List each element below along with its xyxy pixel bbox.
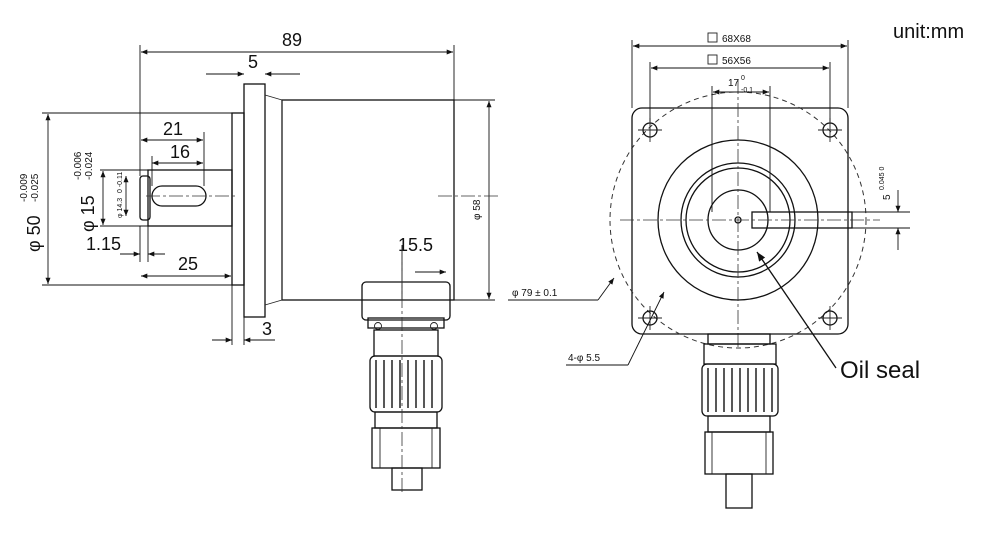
dim-flat-dia: φ 14.3 — [117, 198, 124, 218]
dim-hole-square: 56X56 — [722, 56, 751, 67]
dim-key-width: 5 — [882, 194, 893, 200]
cable-connector-side — [361, 248, 451, 495]
oil-seal-callout: Oil seal — [840, 357, 920, 384]
front-view: 68X68 56X56 17 0 -0.1 5 0.045 0 φ 79 ± 0… — [508, 32, 920, 509]
encoder-body — [281, 99, 455, 301]
dim-flat-length: 16 — [170, 142, 190, 162]
dim-holes: 4-φ 5.5 — [568, 353, 600, 364]
bolt-circle — [609, 91, 867, 349]
dim-connector-offset: 15.5 — [398, 235, 433, 255]
dim-shaft-dia-tol-lower: -0.024 — [84, 151, 95, 180]
unit-label: unit:mm — [893, 21, 964, 43]
dim-flat-dia-tol: 0 -0.11 — [117, 172, 124, 193]
cable-connector-front — [701, 333, 779, 509]
dim-body-dia: φ 58 — [472, 199, 483, 220]
dim-groove: 1.15 — [86, 234, 121, 254]
side-view: 89 5 21 16 φ 15 -0.006 -0.024 φ 14.3 0 -… — [19, 30, 500, 495]
dim-overall-length: 89 — [282, 30, 302, 50]
dim-slot-width-tol-lower: -0.1 — [741, 87, 753, 94]
dim-shaft-dia: φ 15 — [78, 195, 98, 232]
pilot-spigot — [231, 112, 245, 286]
dim-spigot-length: 25 — [178, 254, 198, 274]
dim-key-width-tol: 0.045 0 — [879, 167, 886, 190]
shaft — [147, 169, 233, 227]
dim-slot-width: 17 — [728, 78, 740, 89]
dim-outer-square: 68X68 — [722, 34, 751, 45]
dim-flange-thickness: 3 — [262, 319, 272, 339]
dim-pilot-dia: φ 50 — [24, 215, 44, 252]
dim-shaft-length: 21 — [163, 119, 183, 139]
dim-shaft-dia-tol-upper: -0.006 — [73, 151, 84, 180]
dim-flange-offset: 5 — [248, 52, 258, 72]
dim-bolt-circle: φ 79 ± 0.1 — [512, 288, 558, 299]
dim-pilot-dia-tol-upper: -0.009 — [19, 173, 30, 202]
dim-pilot-dia-tol-lower: -0.025 — [30, 173, 41, 202]
dim-slot-width-tol-upper: 0 — [741, 75, 745, 82]
mounting-flange — [243, 83, 266, 318]
